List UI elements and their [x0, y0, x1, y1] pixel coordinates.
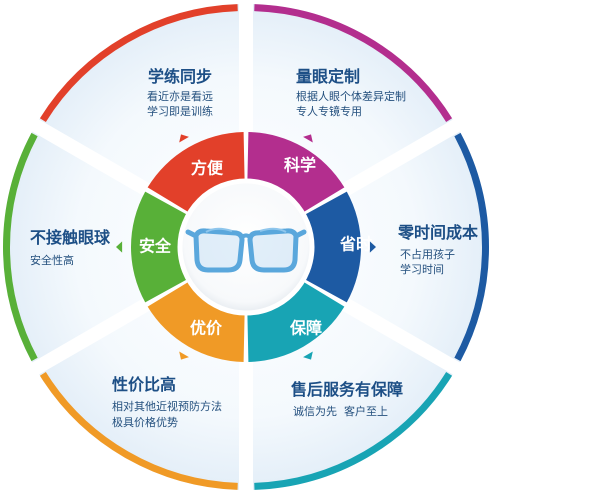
arrow-marker: [116, 241, 123, 253]
rim-arc-top-left: [39, 4, 238, 122]
arrows: [116, 134, 376, 360]
inner-labels: 方便 科学 省时 保障 优价 安全: [139, 156, 372, 338]
rim-arc-bottom-right: [254, 372, 453, 490]
segment-desc: 安全性高: [30, 253, 74, 267]
rim-arc-bottom-left: [39, 372, 238, 490]
segment-desc: 根据人眼个体差异定制: [296, 89, 406, 103]
segment-top-right-text: 量眼定制 根据人眼个体差异定制 专人专镜专用: [296, 67, 406, 118]
ring-segment-bottom-left: [147, 281, 245, 362]
label-shengshi: 省时: [339, 235, 372, 254]
divider-line: [30, 118, 193, 221]
arrow-marker: [303, 351, 313, 360]
segment-desc: 学习即是训练: [147, 104, 213, 118]
divider-line: [30, 273, 193, 376]
label-youjia: 优价: [190, 319, 223, 338]
center-circle: [177, 178, 315, 316]
label-kexue: 科学: [284, 156, 316, 175]
segment-title: 学练同步: [148, 67, 212, 86]
segment-top-left-text: 学练同步 看近亦是看远 学习即是训练: [147, 67, 213, 118]
segment-desc: 诚信为先 客户至上: [293, 404, 388, 418]
ring-segment-left: [131, 191, 189, 303]
divider-line: [299, 118, 462, 221]
dividers: [30, 2, 462, 492]
label-anquan: 安全: [139, 237, 172, 256]
segment-desc: 看近亦是看远: [147, 89, 213, 103]
ring-segment-top-left: [147, 132, 245, 213]
segment-right-text: 零时间成本 不占用孩子 学习时间: [397, 223, 478, 276]
arrow-marker: [369, 241, 376, 253]
segment-title: 售后服务有保障: [291, 380, 403, 399]
segment-bottom-right-text: 售后服务有保障 诚信为先 客户至上: [291, 380, 403, 418]
glasses-icon: [185, 227, 307, 273]
ring-segment-top-right: [247, 132, 345, 213]
segment-title: 不接触眼球: [30, 228, 111, 247]
inner-ring: [131, 132, 361, 362]
rim-arc-left: [3, 132, 38, 362]
label-fangbian: 方便: [191, 159, 224, 178]
segment-left-text: 不接触眼球 安全性高: [30, 228, 111, 267]
arrow-marker: [303, 134, 313, 143]
arrow-marker: [179, 134, 189, 143]
segment-desc: 专人专镜专用: [296, 104, 362, 118]
segment-desc: 不占用孩子: [400, 247, 455, 261]
segment-title: 零时间成本: [397, 223, 478, 242]
rim-arc-right: [454, 132, 489, 362]
ring-segment-right: [303, 191, 361, 303]
outer-rims: [3, 4, 489, 490]
segment-desc: 极具价格优势: [112, 415, 178, 429]
segment-desc: 相对其他近视预防方法: [112, 399, 222, 413]
segment-title: 量眼定制: [296, 67, 360, 86]
segment-title: 性价比高: [112, 375, 176, 394]
divider-line: [299, 273, 462, 376]
arrow-marker: [179, 351, 189, 360]
segment-desc: 学习时间: [400, 262, 444, 276]
ring-segment-bottom-right: [247, 281, 345, 362]
label-baozhang: 保障: [289, 319, 322, 338]
rim-arc-top-right: [254, 4, 453, 122]
segment-bottom-left-text: 性价比高 相对其他近视预防方法 极具价格优势: [112, 375, 222, 429]
